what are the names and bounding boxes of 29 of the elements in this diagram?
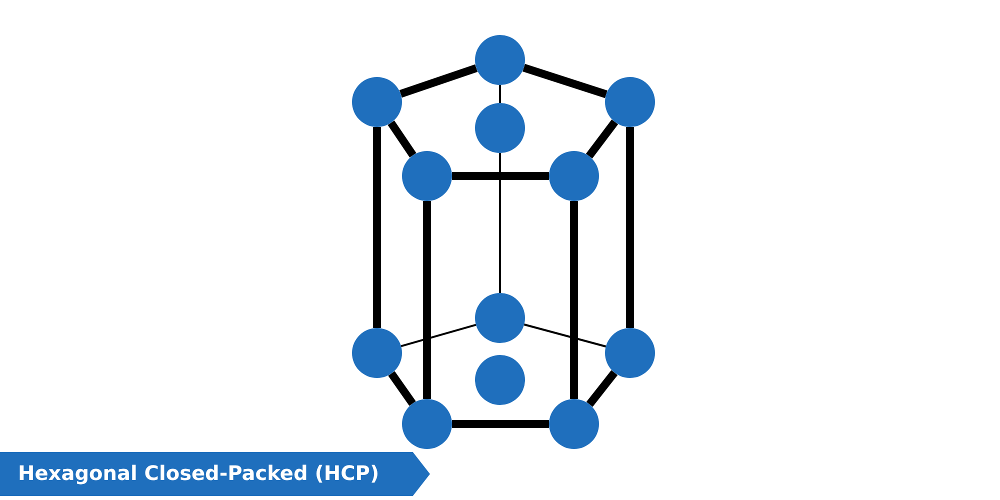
atom-circle	[402, 399, 452, 449]
frame-line	[586, 370, 618, 407]
frame-line	[452, 172, 549, 180]
atom-circle	[475, 355, 525, 405]
atom-circle	[352, 77, 402, 127]
atom-circle	[402, 151, 452, 201]
frame-line	[522, 64, 608, 98]
atom-circle	[549, 151, 599, 201]
atom-circle	[352, 328, 402, 378]
atom-circle	[475, 103, 525, 153]
frame-line	[388, 371, 416, 406]
frame-line	[452, 420, 549, 428]
frame-line	[586, 120, 618, 158]
frame-line	[499, 153, 501, 293]
frame-line	[373, 127, 381, 328]
frame-line	[423, 201, 431, 399]
frame-line	[524, 324, 606, 348]
atom-circle	[605, 328, 655, 378]
atom-circle	[605, 77, 655, 127]
atom-circle	[475, 293, 525, 343]
frame-line	[499, 85, 501, 103]
frame-line	[399, 64, 478, 98]
frame-line	[626, 127, 634, 328]
title: Hexagonal Closed-Packed (HCP)	[18, 461, 380, 485]
atom-circle	[475, 35, 525, 85]
frame-line	[400, 324, 476, 348]
frame-line	[388, 120, 416, 158]
frame-line	[570, 201, 578, 399]
atom-circle	[549, 399, 599, 449]
